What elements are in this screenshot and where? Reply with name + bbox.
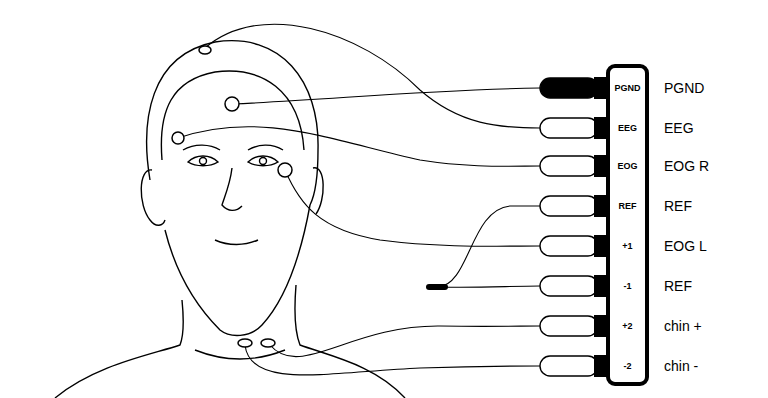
pin-plugs	[540, 77, 608, 377]
signal-name: EEG	[664, 120, 694, 136]
pin-name: EEG	[618, 123, 637, 133]
signal-name: chin -	[664, 358, 698, 374]
head-drawing	[55, 41, 405, 398]
pin-name: PGND	[614, 83, 640, 93]
plug-body	[540, 196, 598, 216]
plug-body	[540, 78, 598, 98]
signal-name: PGND	[664, 80, 704, 96]
electrodes	[172, 46, 292, 347]
pin-name: REF	[619, 201, 637, 211]
pin-name: -1	[623, 281, 631, 291]
signal-name: EOG R	[664, 158, 709, 174]
signal-name: EOG L	[664, 238, 707, 254]
pin-name: +2	[622, 321, 632, 331]
signal-name: REF	[664, 198, 692, 214]
signal-name: REF	[664, 278, 692, 294]
signal-name: chin +	[664, 318, 702, 334]
plug-body	[540, 156, 598, 176]
plug-body	[540, 356, 598, 376]
wire-junction	[426, 284, 448, 290]
plug-body	[540, 236, 598, 256]
connector-housing: PGND EEG EOG REF +1 -1 +2 -2	[606, 64, 649, 386]
plug-body	[540, 118, 598, 138]
pin-name: EOG	[617, 161, 637, 171]
pin-name: -2	[623, 361, 631, 371]
plug-body	[540, 316, 598, 336]
pin-name: +1	[622, 241, 632, 251]
plug-body	[540, 276, 598, 296]
electrode-wires	[178, 24, 540, 375]
